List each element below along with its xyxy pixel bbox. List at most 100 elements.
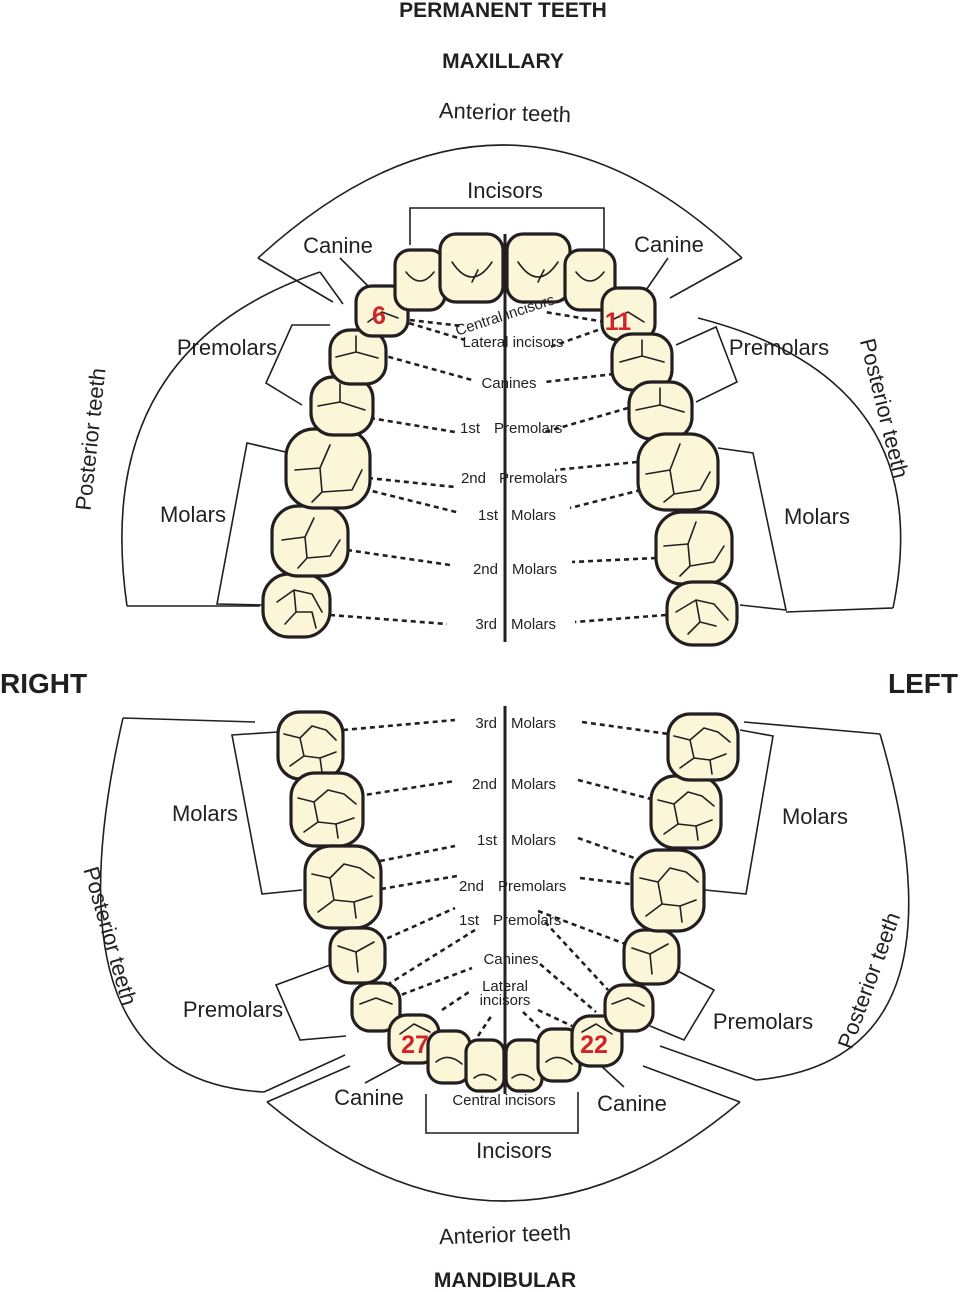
mandibular-right-premolars-label: Premolars — [183, 997, 283, 1022]
maxillary-lateral-incisors-label: Lateral incisors — [463, 334, 564, 351]
maxillary-left-molars-label: Molars — [784, 504, 850, 529]
mandibular-3rd-molars-ordinal: 3rd — [475, 715, 497, 732]
tooth-lower-right-central-incisor — [464, 1038, 506, 1093]
maxillary-right-posterior-bracket — [121, 271, 344, 607]
tooth-lower-left-3rd-molar — [666, 712, 740, 782]
maxillary-1st-premolars-label: Premolars — [494, 420, 562, 437]
tooth-upper-right-1st-molar — [284, 427, 372, 510]
maxillary-left-canine-label: Canine — [634, 232, 704, 257]
tooth-lower-right-1st-premolar — [350, 981, 402, 1033]
tooth-lower-right-3rd-molar — [276, 710, 345, 781]
tooth-upper-left-2nd-molar — [654, 510, 734, 586]
mandibular-central-incisors-label: Central incisors — [452, 1092, 555, 1109]
mandibular-2nd-molars-label: Molars — [511, 776, 556, 793]
tooth-lower-right-2nd-molar — [289, 771, 365, 848]
maxillary-3rd-molars-ordinal: 3rd — [475, 616, 497, 633]
mandibular-2nd-molars-ordinal: 2nd — [472, 776, 497, 793]
maxillary-left-premolars-label: Premolars — [729, 335, 829, 360]
mandibular-incisors-bracket — [425, 1092, 579, 1134]
mandibular-teeth — [276, 710, 740, 1093]
mandibular-right-posterior-label: Posterior teeth — [78, 864, 141, 1008]
maxillary-anterior-bracket — [257, 144, 743, 303]
mandibular-left-molars-bracket — [704, 729, 774, 895]
tooth-lower-left-canine — [570, 1014, 624, 1068]
tooth-upper-right-lateral-incisor — [393, 248, 447, 312]
tooth-number-22: 22 — [580, 1031, 608, 1059]
mandibular-2nd-premolars-ordinal: 2nd — [459, 878, 484, 895]
tooth-upper-left-central-incisor — [505, 232, 572, 304]
mandibular-1st-molars-label: Molars — [511, 832, 556, 849]
maxillary-incisors-bracket — [409, 207, 605, 250]
tooth-lower-left-1st-premolar — [603, 983, 655, 1033]
maxillary-teeth — [261, 232, 739, 647]
mandibular-left-canine-label: Canine — [597, 1091, 667, 1116]
right-side-label: RIGHT — [0, 668, 87, 699]
maxillary-incisors-label: Incisors — [467, 178, 543, 203]
tooth-upper-left-lateral-incisor — [563, 248, 617, 312]
maxillary-1st-premolars-ordinal: 1st — [460, 420, 481, 437]
left-side-label: LEFT — [888, 668, 958, 699]
mandibular-heading: MANDIBULAR — [434, 1269, 576, 1292]
tooth-lower-left-2nd-premolar — [622, 928, 681, 986]
maxillary-right-premolars-bracket — [264, 324, 330, 406]
mandibular-right-premolars-bracket — [274, 964, 347, 1041]
tooth-lower-right-2nd-premolar — [328, 926, 387, 985]
mandibular-anterior-bracket — [266, 1065, 741, 1202]
mandibular-1st-molars-ordinal: 1st — [477, 832, 498, 849]
maxillary-right-canine-label: Canine — [303, 233, 373, 258]
mandibular-anterior-label: Anterior teeth — [439, 1220, 572, 1250]
maxillary-1st-molars-label: Molars — [511, 507, 556, 524]
tooth-upper-right-central-incisor — [438, 232, 505, 304]
mandibular-left-molars-label: Molars — [782, 804, 848, 829]
tooth-upper-right-2nd-molar — [270, 504, 350, 578]
maxillary-2nd-molars-ordinal: 2nd — [473, 561, 498, 578]
tooth-number-6: 6 — [372, 302, 386, 330]
mandibular-right-molars-label: Molars — [172, 801, 238, 826]
tooth-lower-left-1st-molar — [630, 848, 706, 933]
mandibular-incisors-word-label: incisors — [480, 992, 531, 1009]
tooth-upper-left-2nd-premolar — [627, 380, 694, 441]
maxillary-right-molars-label: Molars — [160, 502, 226, 527]
tooth-lower-left-2nd-molar — [649, 774, 723, 850]
maxillary-left-molars-bracket — [717, 447, 788, 611]
maxillary-heading: MAXILLARY — [442, 50, 564, 73]
mandibular-2nd-premolars-label: Premolars — [498, 878, 566, 895]
tooth-lower-right-1st-molar — [303, 844, 383, 930]
mandibular-dashed-guides — [342, 718, 677, 1037]
mandibular-lateral-label: Lateral — [482, 978, 528, 995]
mandibular-left-premolars-label: Premolars — [713, 1009, 813, 1034]
maxillary-dashed-guides — [329, 310, 667, 626]
maxillary-anterior-label: Anterior teeth — [439, 98, 572, 128]
maxillary-canines-label: Canines — [481, 375, 536, 392]
mandibular-canines-label: Canines — [483, 951, 538, 968]
maxillary-left-premolars-bracket — [675, 325, 739, 403]
maxillary-3rd-molars-label: Molars — [511, 616, 556, 633]
tooth-upper-right-2nd-premolar — [309, 375, 375, 437]
tooth-number-11: 11 — [605, 308, 632, 336]
maxillary-left-posterior-bracket — [697, 317, 902, 613]
maxillary-right-posterior-label: Posterior teeth — [71, 367, 111, 512]
mandibular-3rd-molars-label: Molars — [511, 715, 556, 732]
mandibular-incisors-label: Incisors — [476, 1138, 552, 1163]
chart-title: PERMANENT TEETH — [399, 0, 607, 22]
tooth-upper-right-1st-premolar — [328, 328, 388, 386]
maxillary-left-posterior-label: Posterior teeth — [855, 336, 914, 481]
tooth-lower-right-lateral-incisor — [426, 1029, 472, 1085]
mandibular-1st-premolars-label: Premolars — [493, 912, 561, 929]
maxillary-2nd-premolars-label: Premolars — [499, 470, 567, 487]
mandibular-left-posterior-bracket — [659, 721, 910, 1081]
tooth-upper-left-canine — [600, 286, 657, 342]
maxillary-2nd-premolars-ordinal: 2nd — [461, 470, 486, 487]
maxillary-1st-molars-ordinal: 1st — [478, 507, 499, 524]
tooth-upper-left-3rd-molar — [665, 580, 739, 647]
tooth-upper-right-3rd-molar — [261, 572, 332, 639]
tooth-upper-left-1st-molar — [636, 432, 720, 512]
mandibular-right-molars-bracket — [231, 731, 303, 895]
maxillary-right-premolars-label: Premolars — [177, 335, 277, 360]
mandibular-right-canine-label: Canine — [334, 1085, 404, 1110]
mandibular-left-premolars-bracket — [649, 967, 716, 1042]
mandibular-right-posterior-bracket — [99, 717, 346, 1093]
tooth-number-27: 27 — [401, 1031, 429, 1059]
maxillary-2nd-molars-label: Molars — [512, 561, 557, 578]
